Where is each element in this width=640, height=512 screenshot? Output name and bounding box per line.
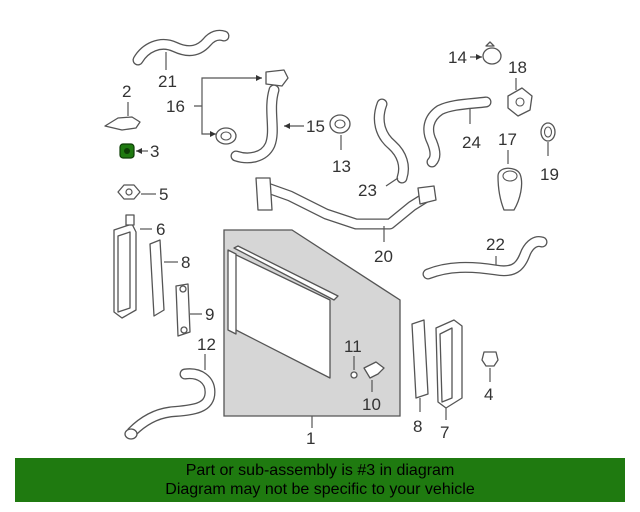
callout-21: 21 xyxy=(158,72,177,91)
callout-1: 1 xyxy=(306,429,315,448)
callout-14: 14 xyxy=(448,48,467,67)
clamp-16-lower xyxy=(215,127,237,145)
callout-12: 12 xyxy=(197,335,216,354)
callout-5: 5 xyxy=(159,185,168,204)
callout-9: 9 xyxy=(205,305,214,324)
callout-20: 20 xyxy=(374,247,393,266)
callout-15: 15 xyxy=(306,117,325,136)
clamp-13 xyxy=(329,114,351,134)
thermostat-17 xyxy=(497,167,523,211)
hose-12 xyxy=(124,368,216,440)
cap-5 xyxy=(117,184,141,200)
hose-21 xyxy=(132,29,230,66)
hose-22 xyxy=(422,236,548,280)
clamp-16-upper xyxy=(265,69,289,87)
callout-11: 11 xyxy=(344,337,362,356)
highlighted-part-3 xyxy=(119,143,135,159)
seal-8-right xyxy=(411,319,429,399)
callout-18: 18 xyxy=(508,58,527,77)
clamp-14 xyxy=(482,47,502,65)
plug-11 xyxy=(350,371,358,379)
hose-24 xyxy=(423,96,492,168)
callout-3: 3 xyxy=(150,142,159,161)
callout-17: 17 xyxy=(498,130,517,149)
hose-23 xyxy=(373,98,410,184)
parts-diagram: 21 2 3 5 6 8 9 12 1 11 xyxy=(104,29,559,448)
callout-19: 19 xyxy=(540,165,559,184)
radiator-1 xyxy=(223,229,401,417)
callout-8-left: 8 xyxy=(181,253,190,272)
footer-line-1: Part or sub-assembly is #3 in diagram xyxy=(185,462,455,479)
callout-13: 13 xyxy=(332,157,351,176)
drain-valve-10 xyxy=(363,361,385,379)
housing-18 xyxy=(507,87,533,117)
callout-4: 4 xyxy=(484,385,493,404)
pipe-20 xyxy=(255,177,437,230)
cap-4 xyxy=(481,351,499,367)
callout-8-right: 8 xyxy=(413,417,422,436)
bracket-9 xyxy=(175,283,191,337)
footer-banner: Part or sub-assembly is #3 in diagram Di… xyxy=(15,458,625,502)
callout-16: 16 xyxy=(166,97,185,116)
callout-7: 7 xyxy=(440,423,449,442)
bracket-2 xyxy=(104,116,141,131)
callout-2: 2 xyxy=(122,82,131,101)
seal-8-left xyxy=(149,239,165,317)
callout-10: 10 xyxy=(362,395,381,414)
callout-23: 23 xyxy=(358,181,377,200)
callout-22: 22 xyxy=(486,235,505,254)
footer-line-2: Diagram may not be specific to your vehi… xyxy=(165,481,475,498)
callout-24: 24 xyxy=(462,133,481,152)
gasket-19 xyxy=(540,122,556,142)
callout-6: 6 xyxy=(156,220,165,239)
hose-15 xyxy=(230,84,280,164)
